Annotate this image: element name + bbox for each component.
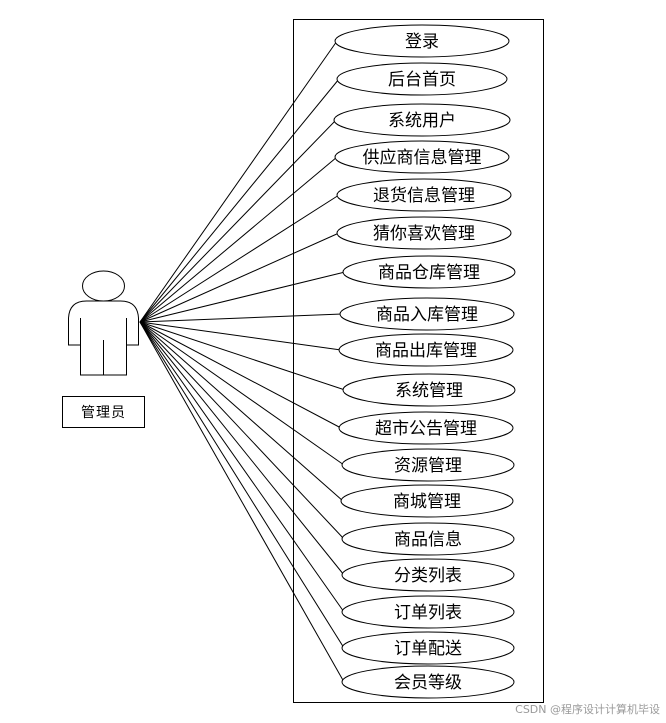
actor-body — [68, 300, 139, 376]
association-line — [139, 321, 344, 502]
use-case-label: 分类列表 — [394, 566, 462, 586]
actor-label: 管理员 — [81, 405, 126, 421]
association-line — [139, 321, 346, 391]
association-line — [139, 40, 338, 323]
use-case-ellipse — [336, 216, 512, 250]
use-case-label: 资源管理 — [394, 456, 462, 476]
use-case-ellipse — [342, 373, 516, 407]
actor-figure — [68, 270, 139, 376]
association-line — [139, 321, 345, 613]
use-case-ellipse — [336, 178, 512, 212]
association-line — [139, 271, 346, 323]
use-case-ellipse — [341, 522, 515, 556]
association-lines — [139, 40, 346, 683]
use-case-ellipse — [341, 595, 515, 629]
use-case-ellipse — [341, 665, 515, 699]
use-case-ellipse — [333, 103, 511, 137]
use-case-label: 超市公告管理 — [375, 419, 477, 439]
use-case-ellipse — [342, 255, 516, 289]
use-case-ellipse — [336, 62, 508, 96]
association-line — [139, 321, 345, 649]
use-case-ellipse — [340, 484, 514, 518]
association-line — [139, 321, 345, 683]
use-case-ellipse — [334, 24, 510, 58]
use-case-label: 商品出库管理 — [375, 341, 477, 361]
use-case-label: 退货信息管理 — [373, 186, 475, 206]
use-case-label: 登录 — [405, 32, 439, 52]
use-case-label: 猜你喜欢管理 — [373, 224, 475, 244]
association-line — [139, 321, 342, 351]
association-line — [139, 119, 337, 323]
use-case-ellipse — [341, 631, 515, 665]
use-case-label: 供应商信息管理 — [363, 148, 482, 168]
use-case-ellipse — [338, 411, 514, 445]
use-case-label: 商城管理 — [393, 492, 461, 512]
use-case-label: 订单配送 — [394, 639, 462, 659]
use-case-label: 会员等级 — [394, 673, 462, 693]
association-line — [139, 156, 338, 323]
actor-label-box — [62, 396, 145, 428]
use-case-label: 商品入库管理 — [376, 305, 478, 325]
use-case-label: 商品信息 — [394, 530, 462, 550]
use-case-label: 系统管理 — [395, 381, 463, 401]
use-case-ellipse — [341, 558, 515, 592]
use-case-label: 后台首页 — [388, 70, 456, 90]
association-line — [139, 321, 345, 576]
use-case-ellipse — [341, 448, 515, 482]
use-case-ellipse — [338, 333, 514, 367]
use-case-ellipse — [339, 297, 515, 331]
association-line — [139, 321, 345, 540]
association-line — [139, 78, 340, 323]
actor-head — [82, 270, 125, 302]
association-line — [139, 194, 340, 323]
association-line — [139, 313, 343, 323]
watermark: CSDN @程序设计计算机毕设 — [515, 702, 660, 716]
use-case-ellipse — [334, 140, 510, 174]
use-case-label: 系统用户 — [388, 111, 456, 131]
association-line — [139, 321, 345, 466]
use-case-label: 订单列表 — [394, 603, 462, 623]
use-cases: 登录后台首页系统用户供应商信息管理退货信息管理猜你喜欢管理商品仓库管理商品入库管… — [333, 24, 516, 699]
association-line — [139, 321, 342, 429]
use-case-label: 商品仓库管理 — [378, 263, 480, 283]
association-line — [139, 232, 340, 323]
system-boundary — [293, 19, 544, 703]
